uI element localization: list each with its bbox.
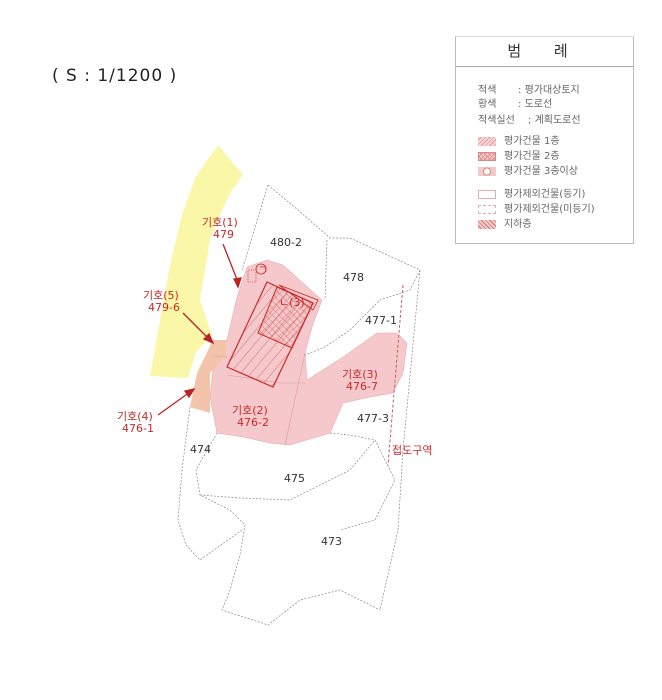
svg-text:기호(1): 기호(1) (202, 216, 238, 229)
legend-key: 적색실선 (478, 115, 515, 126)
svg-text:476-2: 476-2 (237, 416, 269, 429)
svg-text:기호(2): 기호(2) (232, 404, 268, 417)
svg-text:476-7: 476-7 (346, 380, 378, 393)
legend-label: 평가제외건물(등기) (504, 189, 586, 200)
underground-hatch-icon (478, 219, 496, 229)
leader-arrows (157, 243, 242, 416)
legend-row-floor1: 평가건물 1층 (478, 132, 560, 147)
legend-sep: : (518, 99, 522, 110)
arrow-icon (222, 243, 239, 283)
subject-5-label: 기호(5)479-6 (143, 289, 180, 314)
parcel-divider (226, 374, 305, 384)
circle-hatch-icon (478, 166, 496, 176)
subject-land-orange (190, 340, 227, 413)
svg-text:479-6: 479-6 (148, 301, 180, 314)
cross-hatch-icon (478, 151, 496, 161)
legend-title: 범 례 (456, 37, 633, 67)
plan-road-line (387, 284, 404, 466)
arrow-head-icon (233, 277, 242, 289)
svg-text:기호(4): 기호(4) (117, 410, 153, 423)
excluded-building (247, 269, 257, 283)
legend-label: 평가건물 2층 (504, 151, 560, 162)
legend-label: 평가제외건물(미등기) (504, 204, 595, 215)
svg-text:기호(3): 기호(3) (342, 368, 378, 381)
building-mark: ㄱ (258, 263, 268, 276)
parcel-boundaries (177, 184, 421, 626)
building-floor2 (257, 286, 314, 349)
zone-label: 접도구역 (392, 444, 432, 457)
legend-sep: ; (528, 115, 532, 126)
legend-row-excluded-unreg: 평가제외건물(미등기) (478, 200, 595, 215)
parcel-label: 477-1 (365, 314, 397, 327)
parcel-label: 474 (190, 443, 211, 456)
solid-outline-icon (478, 189, 496, 199)
svg-text:479: 479 (213, 228, 234, 241)
legend-label: 평가건물 3층이상 (504, 166, 578, 177)
building-mark-circle (255, 263, 267, 275)
legend-row-red: 적색: 평가대상토지 (478, 81, 580, 96)
subject-4-label: 기호(4)476-1 (117, 410, 154, 435)
arrow-icon (182, 312, 211, 341)
legend-box: 범 례 적색: 평가대상토지 황색: 도로선 적색실선; 계획도로선 평가건물 … (455, 36, 634, 244)
legend-row-yellow: 황색: 도로선 (478, 95, 552, 110)
parcel-label: 477-3 (357, 412, 389, 425)
legend-label: 평가건물 1층 (504, 136, 560, 147)
svg-text:476-1: 476-1 (122, 422, 154, 435)
road-area (150, 145, 243, 378)
legend-row-floor2: 평가건물 2층 (478, 147, 560, 162)
parcel-divider (212, 355, 228, 358)
legend-row-redline: 적색실선; 계획도로선 (478, 111, 581, 126)
legend-value: 평가대상토지 (524, 85, 580, 96)
building-annex (278, 284, 319, 311)
arrow-icon (157, 391, 191, 416)
legend-row-excluded: 평가제외건물(등기) (478, 185, 585, 200)
arrow-head-icon (202, 332, 215, 345)
dashed-outline-icon (478, 204, 496, 214)
legend-row-floor3: 평가건물 3층이상 (478, 162, 578, 177)
subject-2-label: 기호(2)476-2 (232, 404, 269, 429)
subject-3-label: 기호(3)476-7 (342, 368, 378, 393)
map-scale: ( S : 1/1200 ) (52, 66, 178, 86)
building-mark: ㄴ(3) (279, 296, 305, 309)
parcel-label: 480-2 (270, 236, 302, 249)
legend-sep: : (518, 85, 522, 96)
svg-text:기호(5): 기호(5) (143, 289, 179, 302)
legend-row-underground: 지하층 (478, 215, 532, 230)
parcel-label: 473 (321, 535, 342, 548)
arrow-head-icon (183, 388, 196, 399)
legend-value: 계획도로선 (534, 115, 581, 126)
parcel-divider (284, 352, 306, 446)
legend-value: 도로선 (524, 99, 553, 110)
subject-1-label: 기호(1)479 (202, 216, 238, 241)
parcel-label: 475 (284, 472, 305, 485)
parcel-label: 478 (343, 271, 364, 284)
diagonal-hatch-icon (478, 136, 496, 146)
legend-key: 황색 (478, 99, 497, 110)
legend-key: 적색 (478, 85, 497, 96)
legend-label: 지하층 (504, 219, 532, 230)
